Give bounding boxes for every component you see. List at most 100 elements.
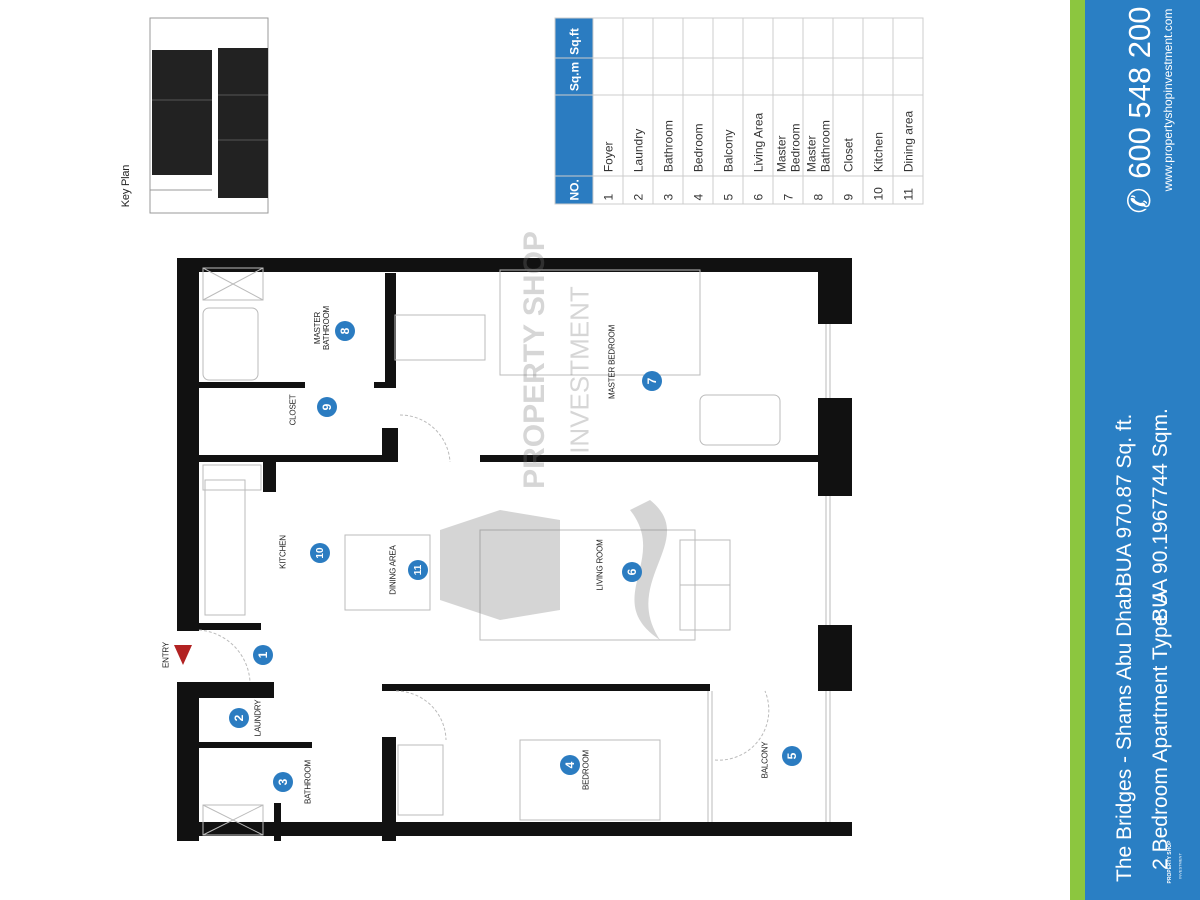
- cell-no: 7: [773, 175, 803, 204]
- project-name: The Bridges - Shams Abu Dhabi: [1113, 582, 1136, 882]
- room-label-kitchen: KITCHEN: [278, 535, 288, 569]
- sidebar-accent-stripe: [1070, 0, 1085, 900]
- cell-sqm: [623, 58, 653, 95]
- cell-sqft: [863, 18, 893, 59]
- cell-name: Master Bathroom: [803, 94, 833, 176]
- room-label-bathroom: BATHROOM: [303, 759, 313, 805]
- cell-sqm: [833, 58, 863, 95]
- room-label-master-bathroom: MASTER BATHROOM: [313, 305, 331, 351]
- cell-sqft: [773, 18, 803, 59]
- logo-text: PROPERTY SHOP: [1167, 840, 1173, 884]
- cell-sqft: [593, 18, 623, 59]
- key-plan: [149, 17, 852, 841]
- cell-sqm: [803, 58, 833, 95]
- phone-icon: ✆: [1122, 187, 1157, 214]
- cell-sqft: [743, 18, 773, 59]
- bua-sqft: BUA 970.87 Sq. ft.: [1113, 413, 1136, 587]
- cell-name: Living Area: [743, 94, 773, 176]
- room-badge-10: 10: [310, 543, 330, 563]
- room-badge-2: 2: [229, 708, 249, 728]
- logo-subtext: INVESTMENT: [1177, 853, 1183, 879]
- windows: [707, 324, 831, 822]
- cell-sqft: [893, 18, 923, 59]
- cell-no: 5: [713, 175, 743, 204]
- sidebar: [1085, 0, 1200, 900]
- room-badge-7: 7: [642, 371, 662, 391]
- cell-name: Closet: [833, 94, 863, 176]
- cell-name: Foyer: [593, 94, 623, 176]
- room-badge-11: 11: [408, 560, 428, 580]
- cell-sqm: [593, 58, 623, 95]
- cell-sqm: [743, 58, 773, 95]
- room-badge-9: 9: [317, 397, 337, 417]
- cell-name: Kitchen: [863, 94, 893, 176]
- cell-sqft: [653, 18, 683, 59]
- watermark-logo: [440, 500, 668, 640]
- unit-type: 2 Bedroom Apartment Type: A: [1149, 590, 1172, 870]
- cell-no: 3: [653, 175, 683, 204]
- cell-name: Master Bedroom: [773, 94, 803, 176]
- cell-sqm: [683, 58, 713, 95]
- cell-no: 4: [683, 175, 713, 204]
- cell-sqm: [893, 58, 923, 95]
- header-no: NO.: [555, 175, 593, 204]
- cell-no: 9: [833, 175, 863, 204]
- cell-sqm: [653, 58, 683, 95]
- cell-sqm: [773, 58, 803, 95]
- key-plan-drawing: [149, 17, 269, 214]
- cell-name: Dining area: [893, 94, 923, 176]
- phone-contact[interactable]: ✆ 600 548 200: [1122, 6, 1158, 213]
- room-badge-1: 1: [253, 645, 273, 665]
- room-label-bedroom: BEDROOM: [581, 750, 591, 790]
- cell-no: 10: [863, 175, 893, 204]
- bua-sqm: BUA 90.1967744 Sqm.: [1149, 408, 1172, 622]
- cell-sqm: [713, 58, 743, 95]
- room-label-living: LIVING ROOM: [595, 539, 605, 591]
- room-label-laundry: LAUNDRY: [253, 699, 263, 737]
- cell-sqft: [683, 18, 713, 59]
- cell-name: Bathroom: [653, 94, 683, 176]
- cell-sqft: [623, 18, 653, 59]
- room-label-balcony: BALCONY: [760, 741, 770, 779]
- phone-number: 600 548 200: [1122, 6, 1157, 179]
- entry-label: ENTRY: [161, 642, 171, 668]
- header-sqm: Sq.m: [555, 58, 593, 95]
- cell-sqft: [833, 18, 863, 59]
- cell-no: 1: [593, 175, 623, 204]
- cell-no: 8: [803, 175, 833, 204]
- room-label-closet: CLOSET: [288, 394, 298, 426]
- website-link[interactable]: www.propertyshopinvestment.com: [1161, 8, 1175, 192]
- header-sqft: Sq.ft: [555, 18, 593, 59]
- cell-name: Bedroom: [683, 94, 713, 176]
- watermark-text: PROPERTY SHOP: [518, 231, 551, 489]
- room-badge-6: 6: [622, 562, 642, 582]
- room-badge-5: 5: [782, 746, 802, 766]
- room-label-dining: DINING AREA: [388, 545, 398, 595]
- furniture: [198, 267, 781, 836]
- key-plan-label: Key Plan: [120, 164, 132, 208]
- cell-sqft: [803, 18, 833, 59]
- cell-name: Balcony: [713, 94, 743, 176]
- cell-no: 2: [623, 175, 653, 204]
- cell-sqm: [863, 58, 893, 95]
- entry-marker-icon: [174, 645, 192, 665]
- header-name: [555, 94, 593, 176]
- watermark-text-2: INVESTMENT: [564, 286, 595, 454]
- floor-plan-walls: [177, 258, 852, 841]
- cell-sqft: [713, 18, 743, 59]
- room-label-master-bedroom: MASTER BEDROOM: [607, 324, 617, 400]
- room-badge-3: 3: [273, 772, 293, 792]
- table-header: NO. Sq.m Sq.ft: [555, 18, 593, 204]
- cell-name: Laundry: [623, 94, 653, 176]
